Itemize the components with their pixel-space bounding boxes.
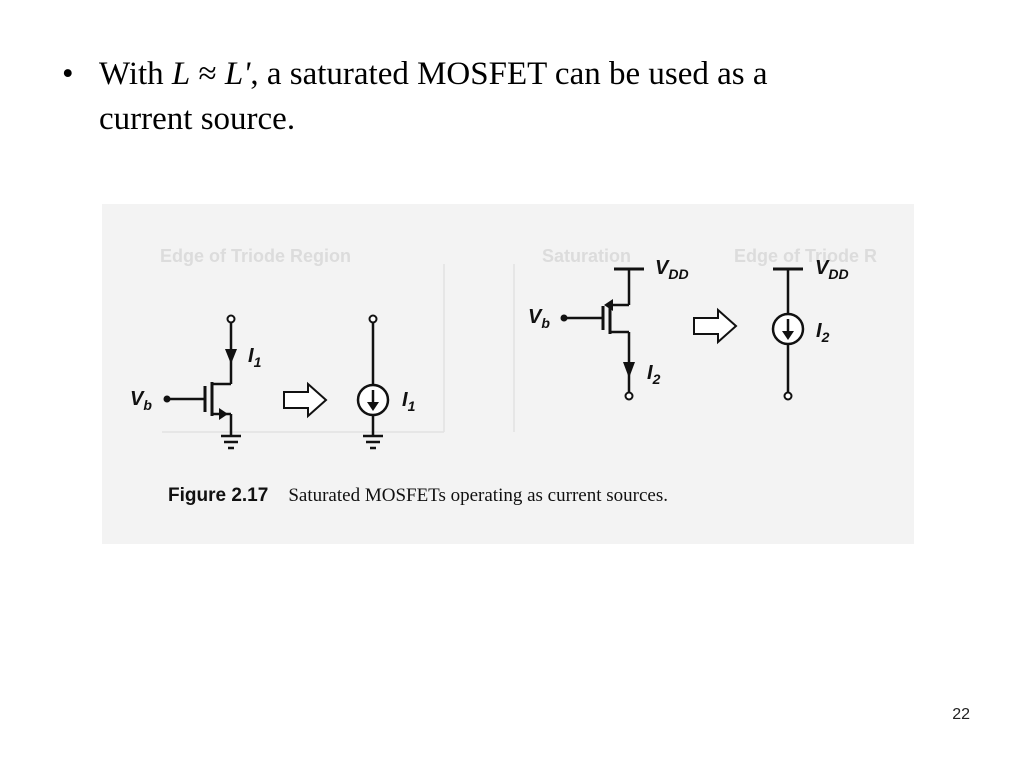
bullet-marker: • — [62, 56, 74, 92]
right-source-current-label: I2 — [816, 320, 830, 345]
bullet-line2: current source. — [99, 101, 296, 137]
math-approx: ≈ — [190, 56, 225, 92]
figure-caption: Figure 2.17 Saturated MOSFETs operating … — [168, 485, 668, 506]
page-number: 22 — [952, 706, 970, 723]
ghost-text-right: Edge of Triode R — [734, 246, 877, 266]
ghost-text-left: Edge of Triode Region — [160, 246, 351, 266]
right-source-bottom-terminal — [783, 391, 793, 401]
left-source-current-label: I1 — [402, 389, 416, 414]
left-source-top-terminal — [368, 314, 378, 324]
left-drain-terminal — [226, 314, 236, 324]
math-var-l: L — [171, 56, 191, 92]
right-gate-terminal — [560, 314, 568, 322]
bullet-point: • With L ≈ L', a saturated MOSFET can be… — [62, 52, 942, 142]
figure-panel: Edge of Triode Region Saturation Edge of… — [102, 204, 914, 544]
left-source-arrow — [219, 408, 228, 420]
right-current-source: VDD I2 — [771, 257, 849, 401]
right-drain-terminal — [624, 391, 634, 401]
right-source-vdd-label: VDD — [815, 257, 849, 282]
circuit-diagram: Edge of Triode Region Saturation Edge of… — [130, 246, 877, 506]
right-source-arrow-head — [782, 331, 794, 340]
figure-caption-number: Figure 2.17 — [168, 485, 268, 506]
right-vdd-label: VDD — [655, 257, 689, 282]
bullet-text: With L ≈ L', a saturated MOSFET can be u… — [99, 52, 942, 142]
ghost-text-middle: Saturation — [542, 246, 631, 266]
left-gate-label: Vb — [130, 388, 152, 413]
math-var-l-prime: L' — [224, 56, 251, 92]
right-equivalence-arrow — [693, 307, 738, 345]
left-equivalence-arrow — [283, 381, 328, 419]
bullet-suffix: , a saturated MOSFET can be used as a — [250, 56, 768, 92]
right-mosfet-circuit: VDD Vb I2 — [528, 257, 689, 401]
right-gate-label: Vb — [528, 306, 550, 331]
bullet-prefix: With — [99, 56, 172, 92]
left-source-arrow-head — [367, 402, 379, 411]
left-mosfet-circuit: Vb I1 — [130, 314, 262, 450]
left-current-label: I1 — [248, 345, 262, 370]
left-gate-terminal — [163, 395, 171, 403]
left-current-arrow — [225, 349, 237, 364]
right-current-arrow — [623, 362, 635, 378]
left-current-source: I1 — [356, 314, 416, 450]
figure-caption-text: Saturated MOSFETs operating as current s… — [288, 485, 668, 506]
right-current-label: I2 — [647, 362, 661, 387]
